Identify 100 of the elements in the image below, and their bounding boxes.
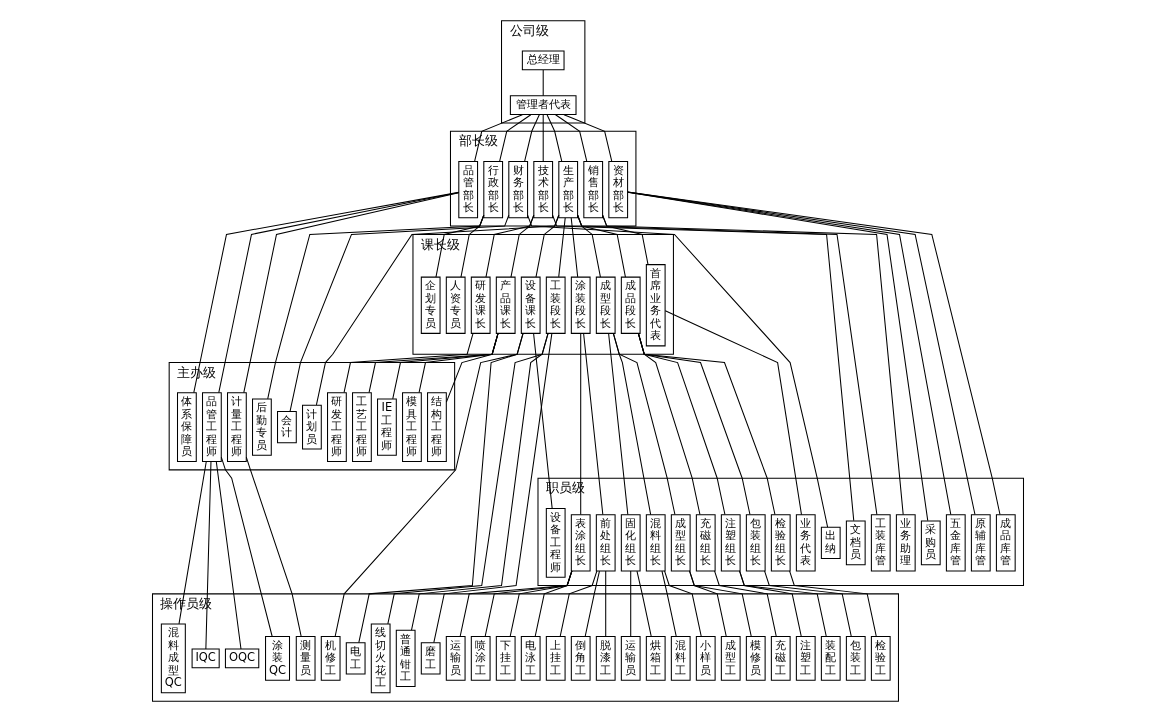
node-box: 成品库管 [995,514,1016,572]
node-box: 检验组长 [770,514,791,572]
connector [688,570,727,637]
node-box: 研发课长 [470,276,491,334]
connector [579,333,581,515]
connector [245,456,302,637]
connector [576,214,877,515]
connector [635,570,652,637]
connector [266,214,484,400]
node-box: 资材部长 [607,160,628,219]
connector [220,456,273,637]
node-box: IQC [191,648,220,669]
node-box: 检验工 [870,636,891,681]
node-box: 包装工 [845,636,866,681]
node-box: 成型组长 [670,514,691,572]
connector [391,333,498,400]
node-box: 装配工 [820,636,841,681]
connector [688,570,752,637]
connector [788,570,877,637]
connector [204,461,211,650]
node-box: 涂装QC [264,636,290,681]
node-box: 脱漆工 [595,636,616,681]
node-box: 管理者代表 [509,95,577,116]
node-box: 成型工 [720,636,741,681]
node-box: 烘箱工 [645,636,666,681]
node-box: 体系保障员 [176,392,197,463]
node-box: 设备课长 [520,276,541,334]
node-box: 成品段长 [620,276,641,334]
node-box: 行政部长 [482,160,503,219]
node-box: 会计 [276,411,297,444]
connector [637,333,775,515]
connector [604,570,606,637]
node-box: 模具工程师 [401,392,422,463]
node-box: 小样员 [695,636,716,681]
node-box: 企划专员 [420,276,441,334]
node-box: 技术部长 [532,160,553,219]
connector [343,333,473,393]
node-box: 倒角工 [570,636,591,681]
connector [563,114,612,162]
connector [637,333,750,515]
node-box: 混料组长 [645,514,666,572]
node-box: 普通钳工 [395,629,416,688]
node-box: 生产部长 [557,160,578,219]
node-box: 包装组长 [745,514,766,572]
connector [532,333,553,509]
node-box: 销售部长 [582,160,603,219]
connector [546,114,562,162]
connector [551,214,854,522]
connector [542,114,544,162]
node-box: 业务助理 [895,514,916,572]
node-box: 上挂工 [545,636,566,681]
node-box: 品管部长 [457,160,478,219]
connector [554,114,587,162]
connector [660,570,677,637]
node-box: 工艺工程师 [351,392,372,463]
node-box: 计量工程师 [226,392,247,463]
node-box: 电泳工 [520,636,541,681]
connector [523,114,540,162]
connector [542,69,544,97]
connector [738,570,827,637]
node-box: 业务代表 [795,514,816,572]
connector [559,570,597,637]
node-box: 首席业务代表 [645,264,666,347]
node-box: 人资专员 [445,276,466,334]
node-box: 原辅库管 [970,514,991,572]
node-box: IE工程师 [376,398,397,456]
node-box: 充磁工 [770,636,791,681]
node-box: 结构工程师 [426,392,447,463]
node-box: 混料成型QC [160,623,186,694]
connector [663,570,702,637]
node-box: 注塑组长 [720,514,741,572]
node-box: 采购员 [920,520,941,566]
connector [484,214,534,278]
connector [315,214,559,406]
node-box: 五金库管 [945,514,966,572]
connector [763,570,852,637]
connector [459,570,572,637]
node-box: 设备工程师 [545,507,566,578]
connector [526,214,828,528]
node-box: 运输员 [445,636,466,681]
node-box: OQC [224,648,259,669]
node-box: 计划员 [301,404,322,450]
node-box: 喷涂工 [470,636,491,681]
node-box: 表涂组长 [570,514,591,572]
node-box: 财务部长 [507,160,528,219]
node-box: 模修员 [745,636,766,681]
node-box: 工装库管 [870,514,891,572]
node-box: 固化组长 [620,514,641,572]
node-box: 机修工 [320,636,341,681]
connector [432,333,552,644]
connector [629,570,631,637]
connector [410,333,548,631]
connector [601,214,904,515]
node-box: 研发工程师 [326,392,347,463]
node-box: 品管工程师 [201,392,222,463]
connector [582,333,603,515]
node-box: 总经理 [521,50,565,71]
connector [177,461,207,625]
node-box: 测量员 [295,636,316,681]
node-box: 后勤专员 [251,398,272,456]
